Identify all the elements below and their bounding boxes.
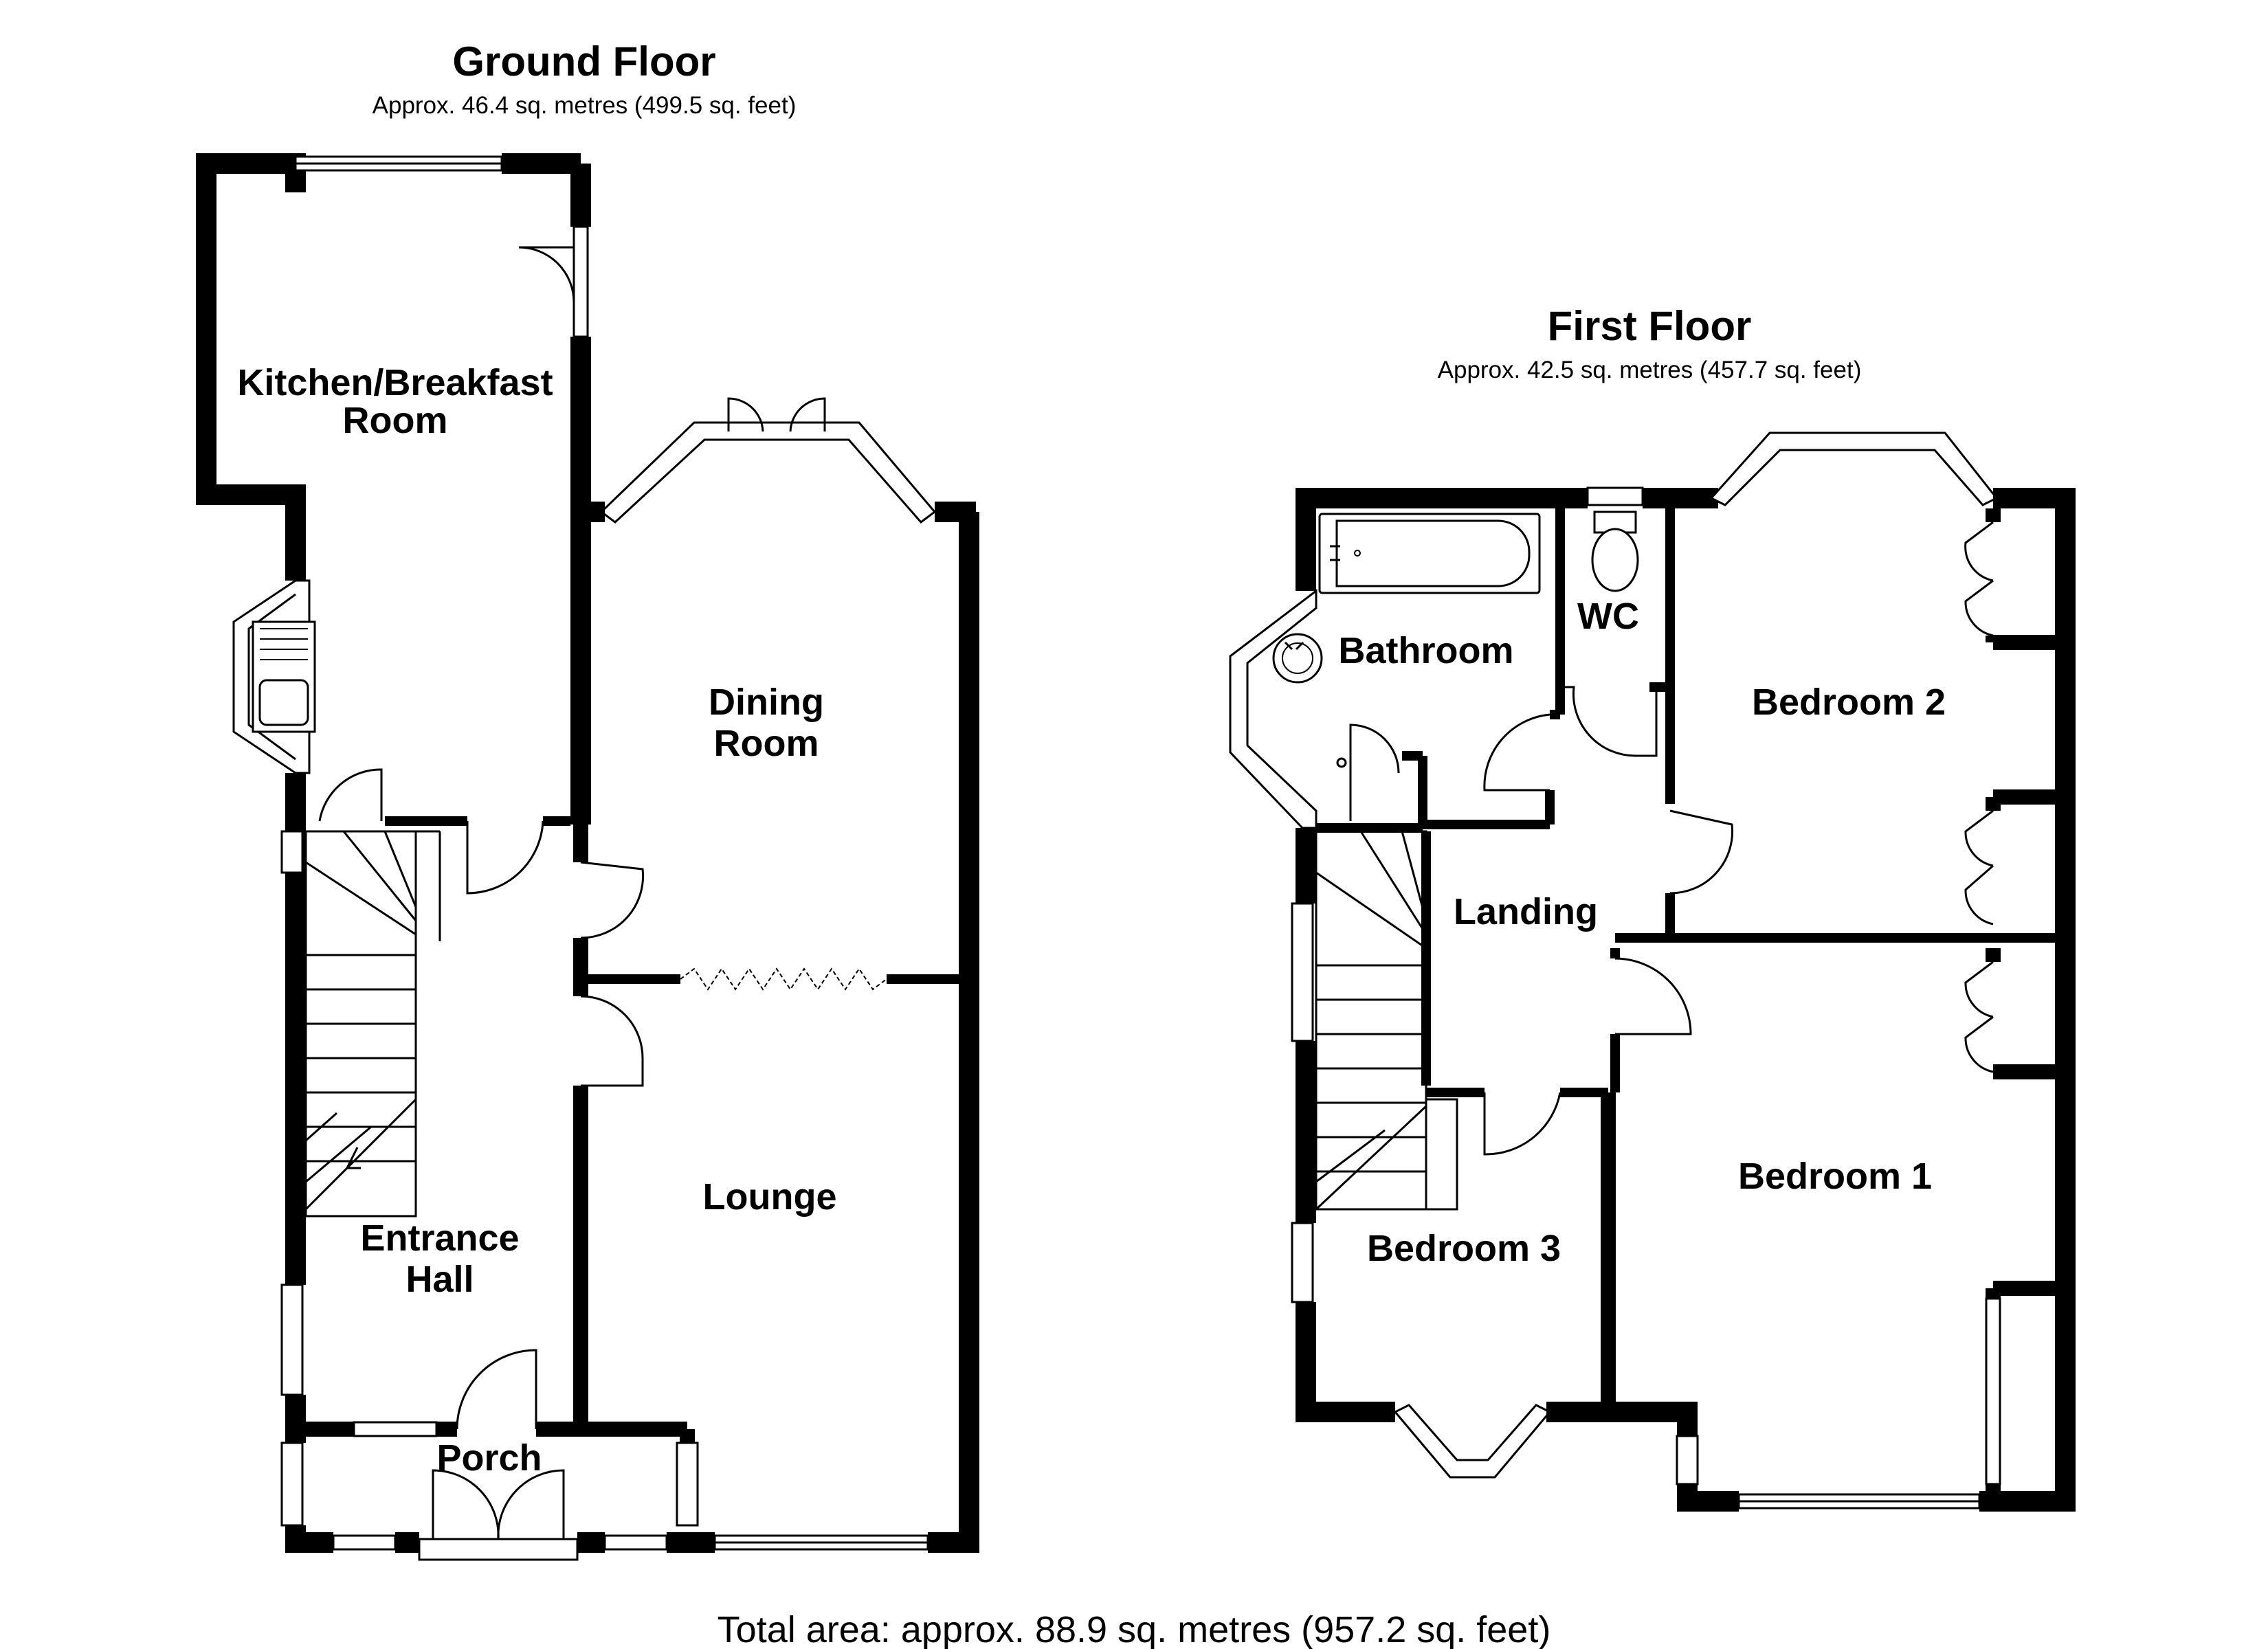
bath-inner [1335,519,1531,587]
landing-label: Landing [1454,891,1598,932]
kitchen-sink-bowl [258,679,309,726]
first-floor-area: Approx. 42.5 sq. metres (457.7 sq. feet) [1438,357,1862,383]
basin-taps [1284,641,1304,651]
bedroom1-wardrobe-doors [1964,961,1994,1073]
dining-label-line2: Room [714,723,819,764]
lounge-label: Lounge [703,1176,837,1218]
dining-label-line1: Dining [709,682,824,723]
porch-left-window [280,1442,304,1527]
bathroom-label: Bathroom [1339,630,1514,671]
bedroom2-wardrobe-doors-lower [1964,809,1994,926]
wc-door-swing [1560,686,1658,757]
bath-drain [1354,550,1361,557]
kitchen-door-swing [466,820,544,895]
dining-door-swing [580,861,645,939]
ground-floor-area: Approx. 46.4 sq. metres (499.5 sq. feet) [373,92,797,119]
bedroom3-door-swing [1483,1092,1561,1156]
bedroom3-side-window [1291,1222,1314,1303]
bedroom2-door-swing [1669,809,1734,895]
bathroom-door-swing [1483,713,1550,792]
lounge-door-swing [580,995,644,1087]
bedroom1-small-window [1676,1435,1699,1485]
hall-label-line1: Entrance [360,1218,519,1259]
total-area: Total area: approx. 88.9 sq. metres (957… [718,1609,1551,1649]
kitchen-bay-inner [247,593,296,761]
bedroom3-label: Bedroom 3 [1367,1228,1561,1269]
bedroom1-wardrobe-sliding [1985,1297,2001,1485]
porch-front-window-right [603,1534,668,1551]
porch-front-door-right [497,1469,565,1540]
first-floor-plan: First Floor Approx. 42.5 sq. metres (457… [1229,303,2076,1512]
porch-right-window [676,1442,699,1527]
porch-front-window-left [332,1534,397,1551]
kitchen-side-door-swing [518,246,575,303]
hall-window-small [280,830,304,874]
kitchen-label-line2: Room [343,400,448,441]
bedroom1-label: Bedroom 1 [1738,1156,1932,1197]
porch-front-door-left [432,1469,500,1540]
porch-door-swing [456,1349,537,1430]
first-floor-title: First Floor [1548,303,1752,349]
bedroom2-wardrobe-doors-upper [1964,521,1994,637]
bedroom3-bay-window [1393,1404,1552,1479]
ground-staircase [304,830,441,1218]
wc-window [1586,486,1644,506]
porch-label: Porch [436,1437,542,1479]
hall-porch-window [353,1421,438,1437]
bedroom1-door-swing [1614,957,1692,1035]
bedroom2-bay-window [1709,431,1999,506]
bathroom-bay-window [1229,588,1318,829]
hall-window [280,1283,304,1396]
bedroom2-label: Bedroom 2 [1752,682,1946,723]
cupboard-knob [1336,757,1347,768]
hall-label-line2: Hall [405,1259,474,1300]
toilet-bowl [1591,528,1639,592]
wc-label: WC [1577,596,1639,637]
stairs-window [1291,902,1314,1042]
bath-taps [1330,545,1340,561]
ground-floor-plan: Ground Floor Approx. 46.4 sq. metres (49… [196,38,979,1561]
dining-french-door-left [727,397,764,432]
kitchen-hall-door [318,768,383,822]
airing-cupboard-door [1349,723,1400,821]
porch-front-door-frame [418,1538,579,1561]
ground-floor-title: Ground Floor [452,38,715,85]
dining-bay-window [599,421,937,524]
kitchen-label-line1: Kitchen/Breakfast [237,362,553,403]
basin-bowl [1282,642,1313,674]
kitchen-side-door-frame [572,225,589,338]
dining-french-door-right [789,397,826,432]
